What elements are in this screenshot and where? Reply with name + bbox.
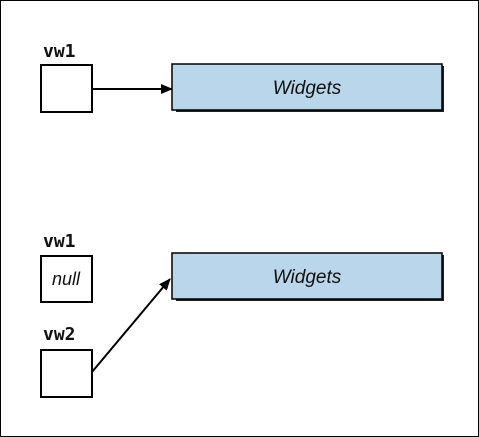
top-object-label: Widgets (273, 78, 342, 99)
top-widgets-object (171, 63, 443, 111)
top-var-label: vw1 (43, 41, 76, 62)
bottom-var2-box (40, 349, 93, 398)
bottom-object-label: Widgets (273, 267, 342, 288)
bottom-var1-box (40, 255, 93, 303)
bottom-var2-label: vw2 (43, 324, 76, 345)
top-reference-box (40, 64, 93, 113)
bottom-reference-arrow (91, 278, 171, 373)
null-value: null (52, 269, 81, 289)
bottom-var1-label: vw1 (43, 231, 76, 252)
bottom-widgets-object (171, 252, 443, 300)
